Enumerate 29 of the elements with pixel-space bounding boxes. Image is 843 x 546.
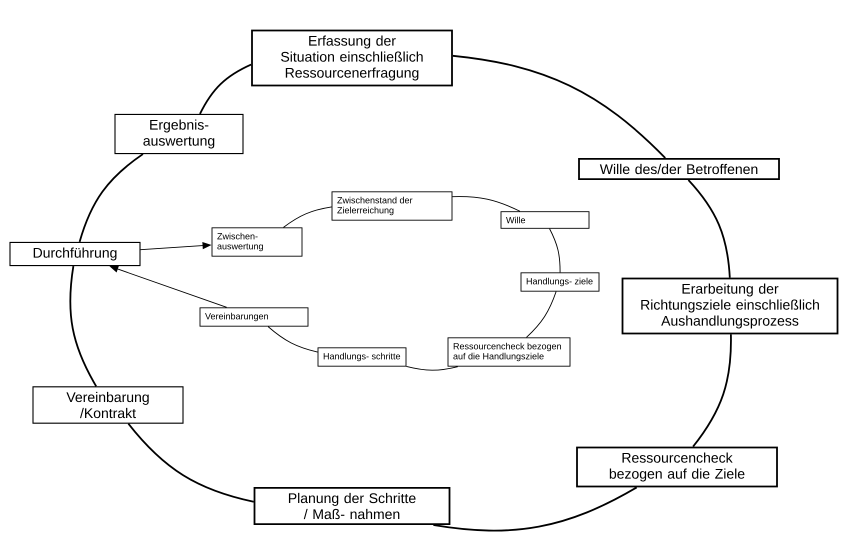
step-box: Handlungs- schritte xyxy=(318,347,406,367)
cycle-arc xyxy=(452,54,666,159)
process-box: Erarbeitung der Richtungsziele einschließlich Aushandlungsprozess xyxy=(622,278,838,334)
step-box: Zwischenstand der Zielerreichung xyxy=(332,191,452,221)
cycle-arc xyxy=(268,326,318,353)
step-box: Ressourcencheck bezogen auf die Handlungsziele xyxy=(448,337,570,367)
cycle-arc xyxy=(406,366,458,371)
step-box: Zwischen- auswertung xyxy=(212,227,302,257)
step-box: Handlungs- ziele xyxy=(520,272,600,292)
process-box: Durchführung xyxy=(9,242,141,266)
process-box: Erfassung der Situation einschließlich Ressourcenerfragung xyxy=(251,30,453,86)
cycle-arc xyxy=(128,423,254,503)
step-box: Vereinbarungen xyxy=(200,307,308,327)
process-box: Planung der Schritte / Maß- nahmen xyxy=(254,486,450,526)
process-box: Ergebnis- auswertung xyxy=(114,114,244,154)
cycle-arc xyxy=(283,206,332,228)
cycle-arc xyxy=(526,291,557,338)
cycle-arc xyxy=(433,486,638,532)
cycle-arc xyxy=(692,334,732,448)
cycle-arc xyxy=(69,266,97,387)
step-box: Wille xyxy=(500,211,590,229)
cycle-arc xyxy=(78,153,144,242)
cycle-arc xyxy=(688,179,731,278)
cycle-arc xyxy=(549,228,561,273)
cycle-arc xyxy=(452,196,520,212)
process-box: Wille des/der Betroffenen xyxy=(578,158,780,180)
process-box: Ressourcencheck bezogen auf die Ziele xyxy=(576,446,778,488)
cycle-arc xyxy=(199,64,252,114)
process-box: Vereinbarung /Kontrakt xyxy=(32,386,184,424)
